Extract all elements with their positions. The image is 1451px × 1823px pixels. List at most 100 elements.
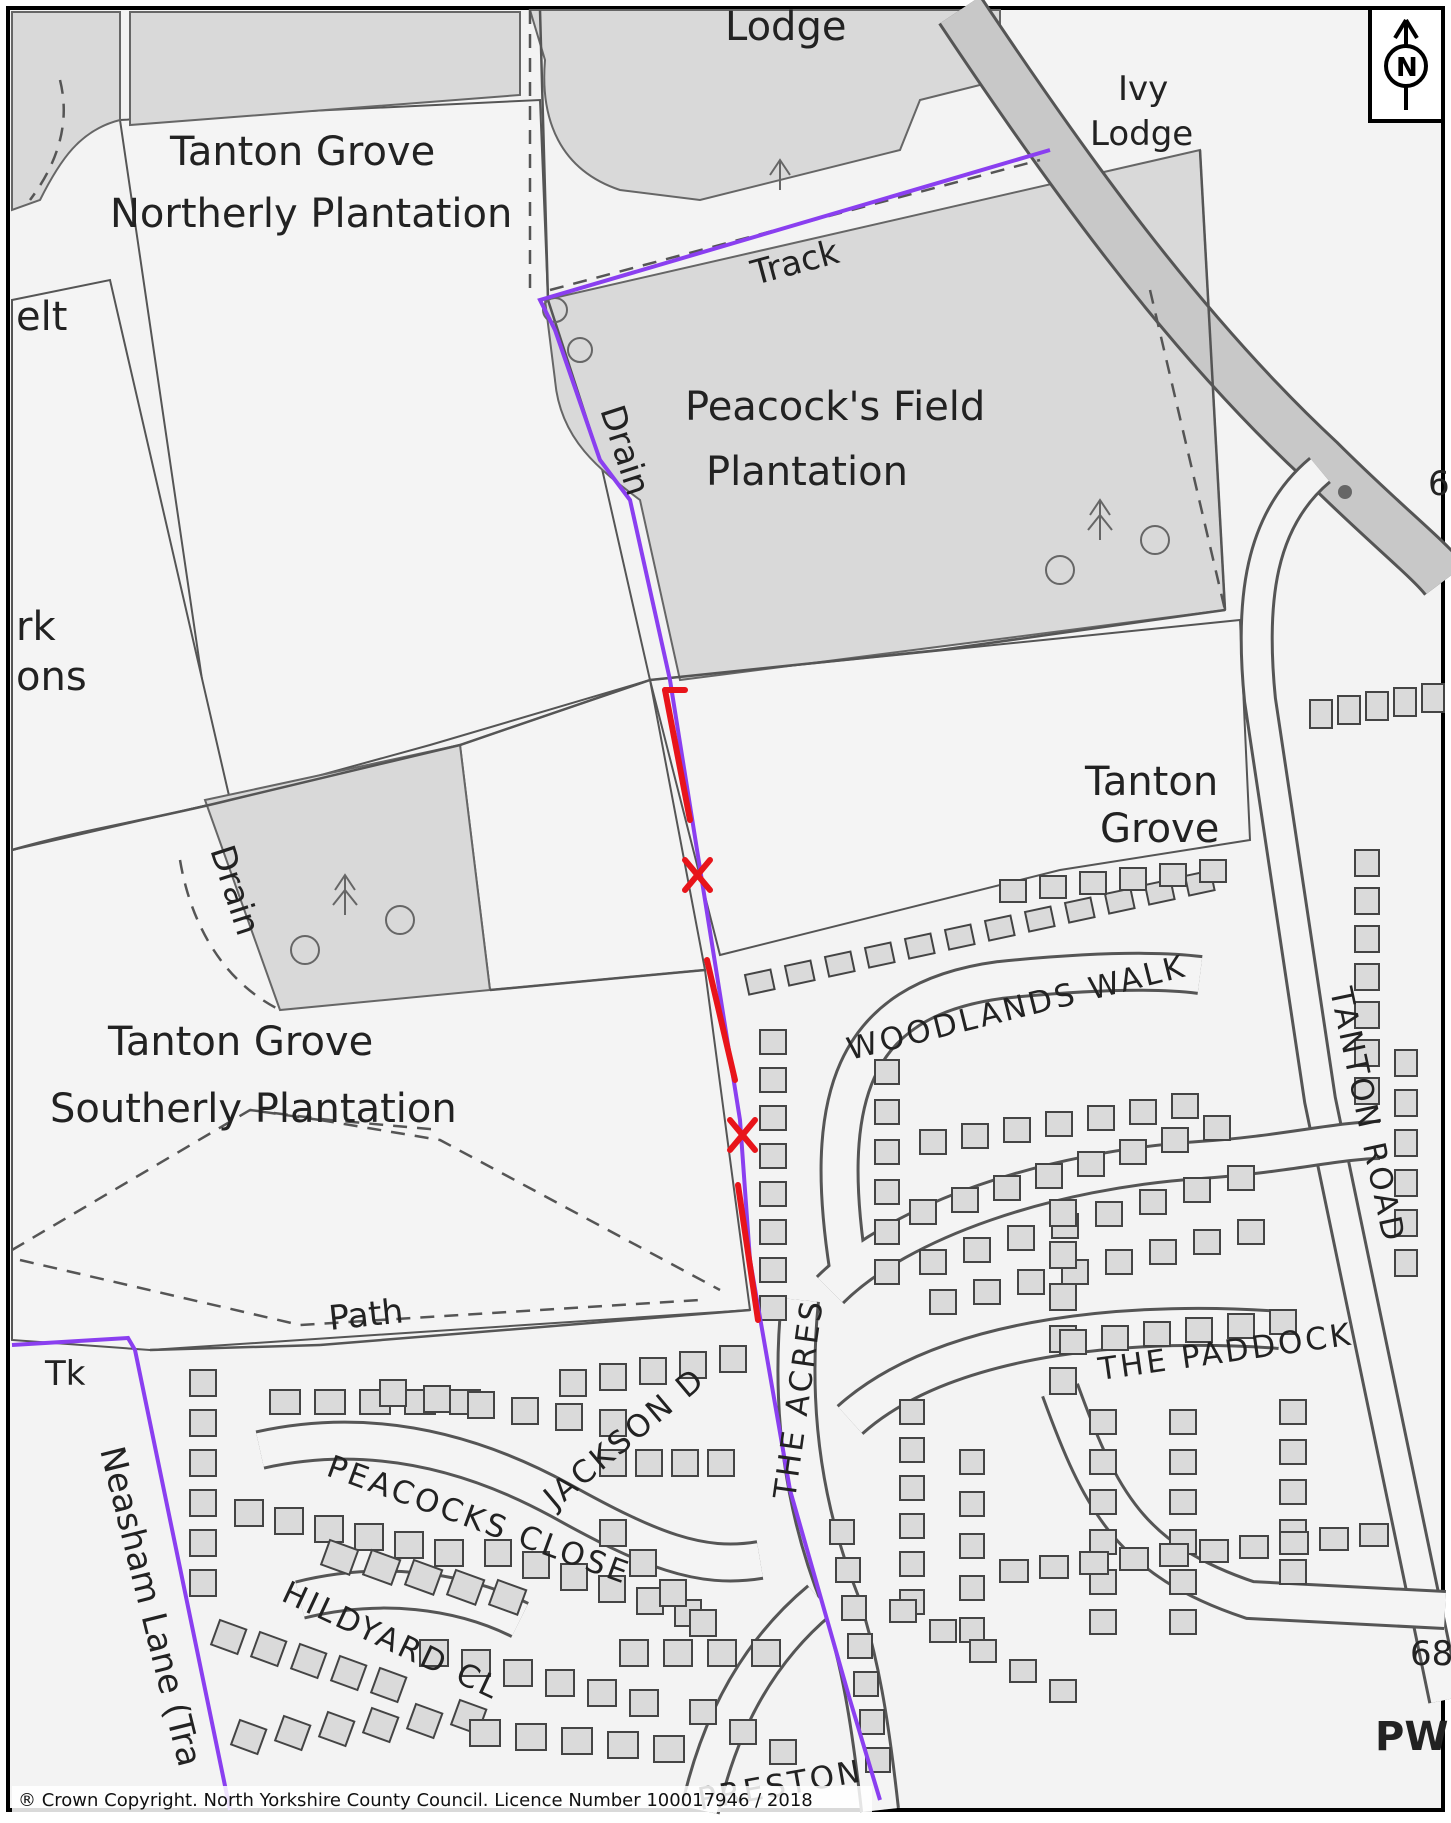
building bbox=[959, 1617, 985, 1643]
building bbox=[1279, 1399, 1307, 1425]
building bbox=[1045, 1111, 1073, 1137]
building bbox=[1354, 1077, 1380, 1105]
building bbox=[1159, 1543, 1189, 1567]
building bbox=[314, 1389, 346, 1415]
building bbox=[1079, 1551, 1109, 1575]
building bbox=[889, 1599, 917, 1623]
north-arrow[interactable]: N bbox=[1368, 6, 1445, 123]
building bbox=[1203, 1115, 1231, 1141]
building bbox=[1171, 1093, 1199, 1119]
building bbox=[289, 1642, 328, 1680]
building bbox=[1049, 1283, 1077, 1311]
label-southerly-1: Tanton Grove bbox=[107, 1019, 373, 1065]
building bbox=[1105, 1249, 1133, 1275]
building bbox=[487, 1578, 528, 1616]
building bbox=[522, 1551, 550, 1579]
building bbox=[1354, 963, 1380, 991]
building bbox=[1227, 1313, 1255, 1339]
copyright-notice: ® Crown Copyright. North Yorkshire Count… bbox=[18, 1790, 813, 1811]
building bbox=[423, 1385, 451, 1413]
building bbox=[1394, 1169, 1418, 1197]
north-arrow-letter: N bbox=[1396, 53, 1418, 83]
building bbox=[1129, 1099, 1157, 1125]
route-line bbox=[11, 148, 1051, 1811]
building bbox=[1079, 871, 1107, 895]
building bbox=[1393, 687, 1417, 717]
label-right-num-2: 68 bbox=[1410, 1634, 1451, 1674]
building bbox=[1039, 875, 1067, 899]
building bbox=[1421, 683, 1445, 713]
building bbox=[689, 1609, 717, 1637]
building bbox=[929, 1289, 957, 1315]
building bbox=[1279, 1531, 1309, 1555]
building bbox=[329, 1654, 368, 1692]
building bbox=[1365, 691, 1389, 721]
obstruction-crosses bbox=[682, 857, 758, 1153]
building bbox=[829, 1519, 855, 1545]
building bbox=[659, 1579, 687, 1607]
building bbox=[1077, 1151, 1105, 1177]
building bbox=[269, 1389, 301, 1415]
building bbox=[874, 1059, 900, 1085]
building bbox=[919, 1129, 947, 1155]
building bbox=[1354, 1039, 1380, 1067]
building bbox=[707, 1639, 737, 1667]
building bbox=[1101, 1325, 1129, 1351]
building bbox=[369, 1666, 408, 1704]
label-ivy-2: Lodge bbox=[1090, 114, 1193, 154]
building bbox=[1354, 849, 1380, 877]
plantation-areas bbox=[11, 9, 1227, 1012]
building bbox=[1354, 925, 1380, 953]
building bbox=[1237, 1219, 1265, 1245]
building bbox=[249, 1630, 288, 1668]
building bbox=[273, 1714, 312, 1752]
building bbox=[759, 1029, 787, 1055]
building bbox=[1337, 695, 1361, 725]
lodge-woodland bbox=[528, 9, 1001, 202]
building bbox=[1007, 1225, 1035, 1251]
building bbox=[759, 1257, 787, 1283]
building bbox=[1279, 1439, 1307, 1465]
building bbox=[959, 1491, 985, 1517]
building bbox=[635, 1449, 663, 1477]
building bbox=[847, 1633, 873, 1659]
building bbox=[1161, 1127, 1189, 1153]
building bbox=[1279, 1559, 1307, 1585]
building bbox=[189, 1489, 217, 1517]
tree-symbols bbox=[290, 158, 1170, 965]
building bbox=[689, 1699, 717, 1725]
building bbox=[969, 1639, 997, 1663]
building bbox=[319, 1538, 360, 1576]
building bbox=[679, 1351, 707, 1379]
building bbox=[973, 1279, 1001, 1305]
building bbox=[629, 1549, 657, 1577]
building bbox=[599, 1449, 627, 1477]
building bbox=[1394, 1049, 1418, 1077]
building bbox=[759, 1105, 787, 1131]
building bbox=[769, 1739, 797, 1765]
building bbox=[874, 1099, 900, 1125]
building bbox=[729, 1719, 757, 1745]
building bbox=[963, 1237, 991, 1263]
peacocks-field-plantation-area bbox=[543, 148, 1227, 682]
label-path: Path bbox=[327, 1291, 405, 1339]
building bbox=[1049, 1367, 1077, 1395]
building bbox=[1143, 1321, 1171, 1347]
building bbox=[899, 1437, 925, 1463]
buildings bbox=[189, 683, 1445, 1773]
building bbox=[1149, 1239, 1177, 1265]
building bbox=[314, 1515, 344, 1543]
building bbox=[899, 1399, 925, 1425]
building bbox=[394, 1531, 424, 1559]
building bbox=[1239, 1535, 1269, 1559]
building bbox=[1017, 1269, 1045, 1295]
building bbox=[743, 968, 776, 996]
label-pw: PW bbox=[1375, 1714, 1448, 1760]
building bbox=[599, 1409, 627, 1437]
building bbox=[274, 1507, 304, 1535]
building bbox=[1089, 1489, 1117, 1515]
label-tk: Tk bbox=[44, 1354, 86, 1394]
building bbox=[1003, 1117, 1031, 1143]
